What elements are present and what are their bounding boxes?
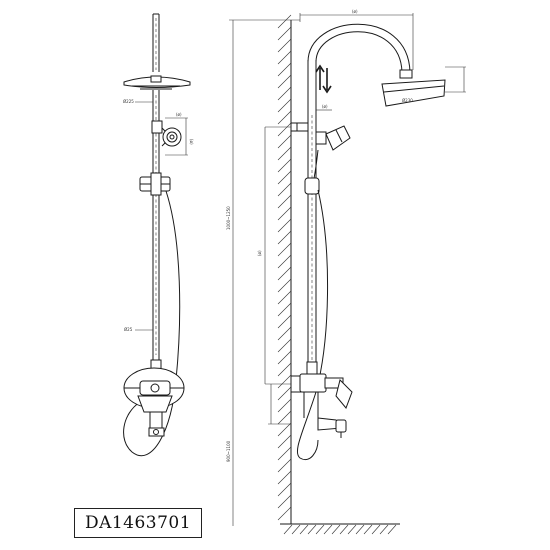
dim-hand-shower: (ø) — [176, 112, 182, 117]
hose-side — [296, 189, 329, 460]
front-view: Ø225 (ø) (ø) Ø25 — [123, 13, 194, 457]
slide-bracket-side — [304, 177, 320, 195]
hose-front — [123, 190, 181, 457]
dim-head-diameter: Ø230 — [402, 98, 413, 103]
model-code-label: DA1463701 — [74, 508, 202, 538]
dim-hand-height: (ø) — [189, 139, 194, 145]
riser-pipe — [152, 90, 160, 360]
riser-extension — [152, 13, 160, 72]
mixer-valve-front — [123, 359, 185, 437]
dim-arc-width: (ø) — [352, 9, 358, 14]
gooseneck-arm — [307, 23, 411, 73]
dim-shower-head-size: Ø225 — [123, 99, 134, 104]
height-adjust-arrows-icon — [315, 64, 332, 94]
rain-shower-head — [123, 75, 191, 90]
dim-floor-height: 900~1100 — [226, 440, 231, 462]
riser-pipe-side — [307, 60, 317, 362]
wall-bracket-top — [290, 122, 309, 132]
dim-bar-height: 1000~1250 — [226, 206, 231, 230]
mixer-valve-side — [299, 361, 353, 438]
dim-riser-diameter: Ø25 — [124, 327, 133, 332]
dim-slide-height: (ø) — [257, 250, 262, 256]
slide-bracket-front — [139, 172, 171, 196]
wall — [277, 14, 292, 524]
rain-head-side: Ø230 — [381, 66, 466, 107]
dim-outlet-spacing: (ø) — [322, 104, 328, 109]
hand-shower-side — [311, 125, 351, 189]
floor — [280, 523, 400, 535]
hand-shower-front: (ø) (ø) — [151, 112, 194, 156]
side-view: (ø) Ø230 (ø) — [226, 9, 466, 535]
